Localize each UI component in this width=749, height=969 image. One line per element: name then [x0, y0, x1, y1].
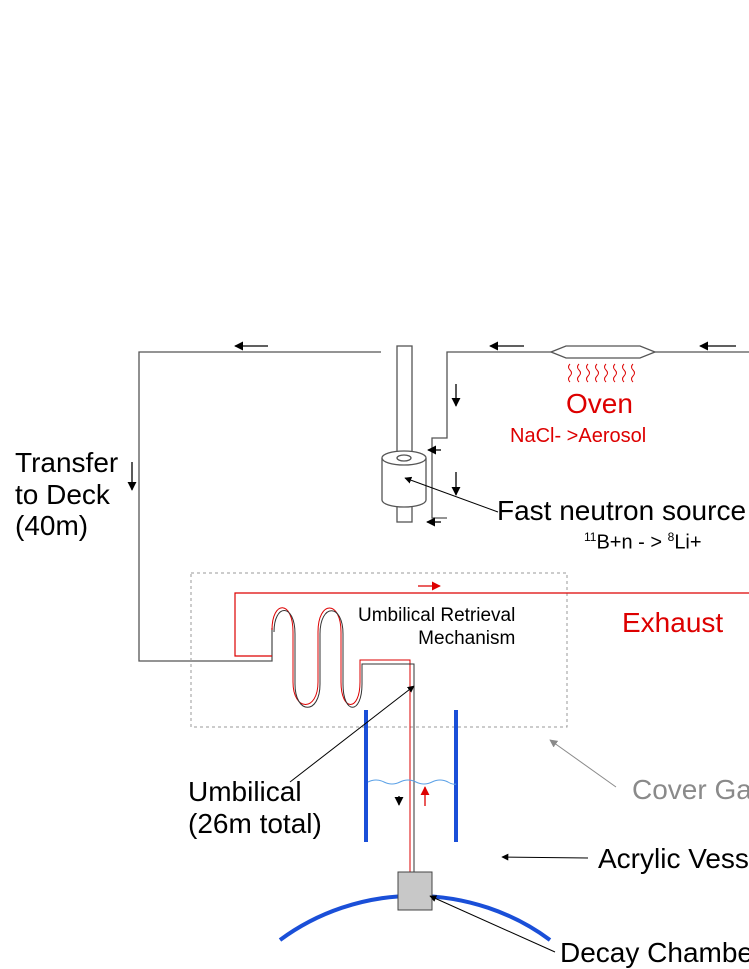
reaction-b-text: B+n - >: [596, 531, 668, 554]
neck-walls: [364, 710, 458, 842]
leader-lines: [289, 476, 589, 953]
umbilical-label: Umbilical (26m total): [188, 776, 322, 840]
decay-chamber-box: [397, 871, 433, 911]
oven-tube: [549, 345, 657, 359]
source-cylinder: [381, 458, 427, 508]
return-line: [138, 351, 381, 662]
exhaust-label: Exhaust: [622, 607, 724, 638]
fast-neutron-source-label: Fast neutron source: [497, 495, 747, 526]
oven-reaction-label: NaCl- >Aerosol: [510, 425, 647, 447]
oven-heat-waves: [568, 363, 635, 383]
neutron-source-assembly: [381, 345, 427, 523]
retrieval-enclosure: [190, 572, 568, 728]
umbilical-retrieval-label: Umbilical Retrieval Mechanism: [358, 605, 516, 649]
cover-gas-label: Cover Gas: [632, 774, 749, 805]
cover-gas-leader: [549, 739, 617, 788]
water-surface: [367, 779, 457, 785]
exhaust-line: [234, 592, 749, 657]
reaction-li8-superscript: 8: [667, 530, 675, 544]
transfer-label: Transfer to Deck (40m): [15, 447, 119, 542]
oven-label: Oven: [566, 388, 633, 419]
acrylic-vessel-label: Acrylic Vessel: [598, 843, 749, 874]
decay-chamber-label: Decay Chamber: [560, 937, 749, 968]
umbilical-coils: [271, 607, 415, 872]
reaction-li-text: Li+: [674, 531, 702, 554]
flow-arrows: [127, 341, 736, 806]
reaction-b11-superscript: 11: [584, 530, 597, 544]
neutron-reaction-label: 11B+n - > 8Li+: [584, 530, 702, 554]
